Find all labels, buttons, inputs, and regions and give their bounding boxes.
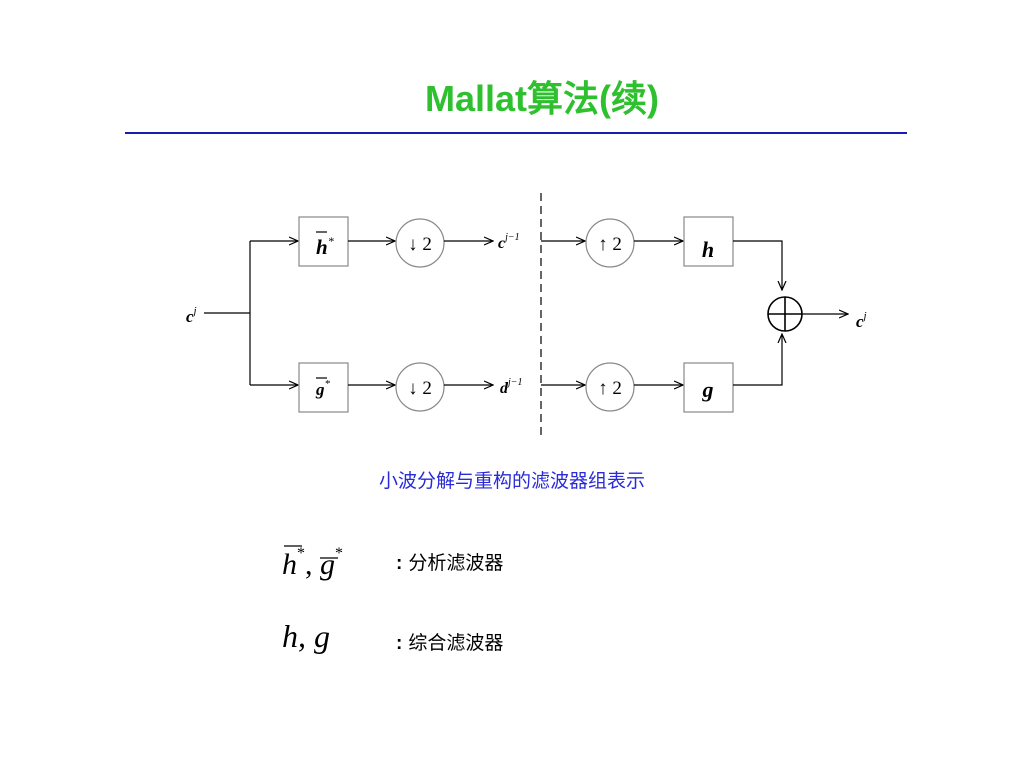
synthesis-filter-g-label: g (702, 377, 714, 402)
input-signal-label: cj (186, 305, 197, 326)
downsample-bottom-label: ↓ 2 (408, 378, 432, 399)
detail-coeff-label: dj−1 (500, 377, 523, 397)
synthesis-symbols: h, g (282, 618, 330, 654)
upsample-top-node (585, 218, 635, 268)
output-signal-label: cj (856, 310, 867, 331)
diagram-caption: 小波分解与重构的滤波器组表示 (378, 470, 645, 492)
legend-row-analysis: h*, g* : 分析滤波器 (0, 538, 1024, 588)
approx-coeff-label: cj−1 (498, 232, 520, 252)
analysis-symbols: h*, g* (282, 545, 343, 581)
downsample-bottom-node (395, 362, 445, 412)
synthesis-filter-h-label: h (702, 237, 714, 262)
synthesis-filter-description: : 综合滤波器 (396, 632, 504, 654)
analysis-filter-h-box (298, 216, 349, 267)
legend-row-synthesis: h, g : 综合滤波器 (0, 618, 1024, 668)
analysis-filter-g-box (298, 362, 349, 413)
synthesis-filter-g-box (683, 362, 734, 413)
downsample-top-label: ↓ 2 (408, 234, 432, 255)
bottom-to-sum-line (733, 334, 782, 386)
title-divider (125, 132, 907, 134)
analysis-filter-description: : 分析滤波器 (396, 552, 504, 574)
page-title: Mallat算法(续) (424, 78, 659, 119)
analysis-filter-h-label: h* (316, 234, 334, 259)
downsample-top-node (395, 218, 445, 268)
analysis-filter-g-label: g* (315, 378, 331, 399)
svg-text:h*, g*: h*, g* (282, 545, 343, 581)
upsample-top-label: ↑ 2 (598, 234, 622, 255)
upsample-bottom-node (585, 362, 635, 412)
upsample-bottom-label: ↑ 2 (598, 378, 622, 399)
top-to-sum-line (733, 240, 782, 290)
